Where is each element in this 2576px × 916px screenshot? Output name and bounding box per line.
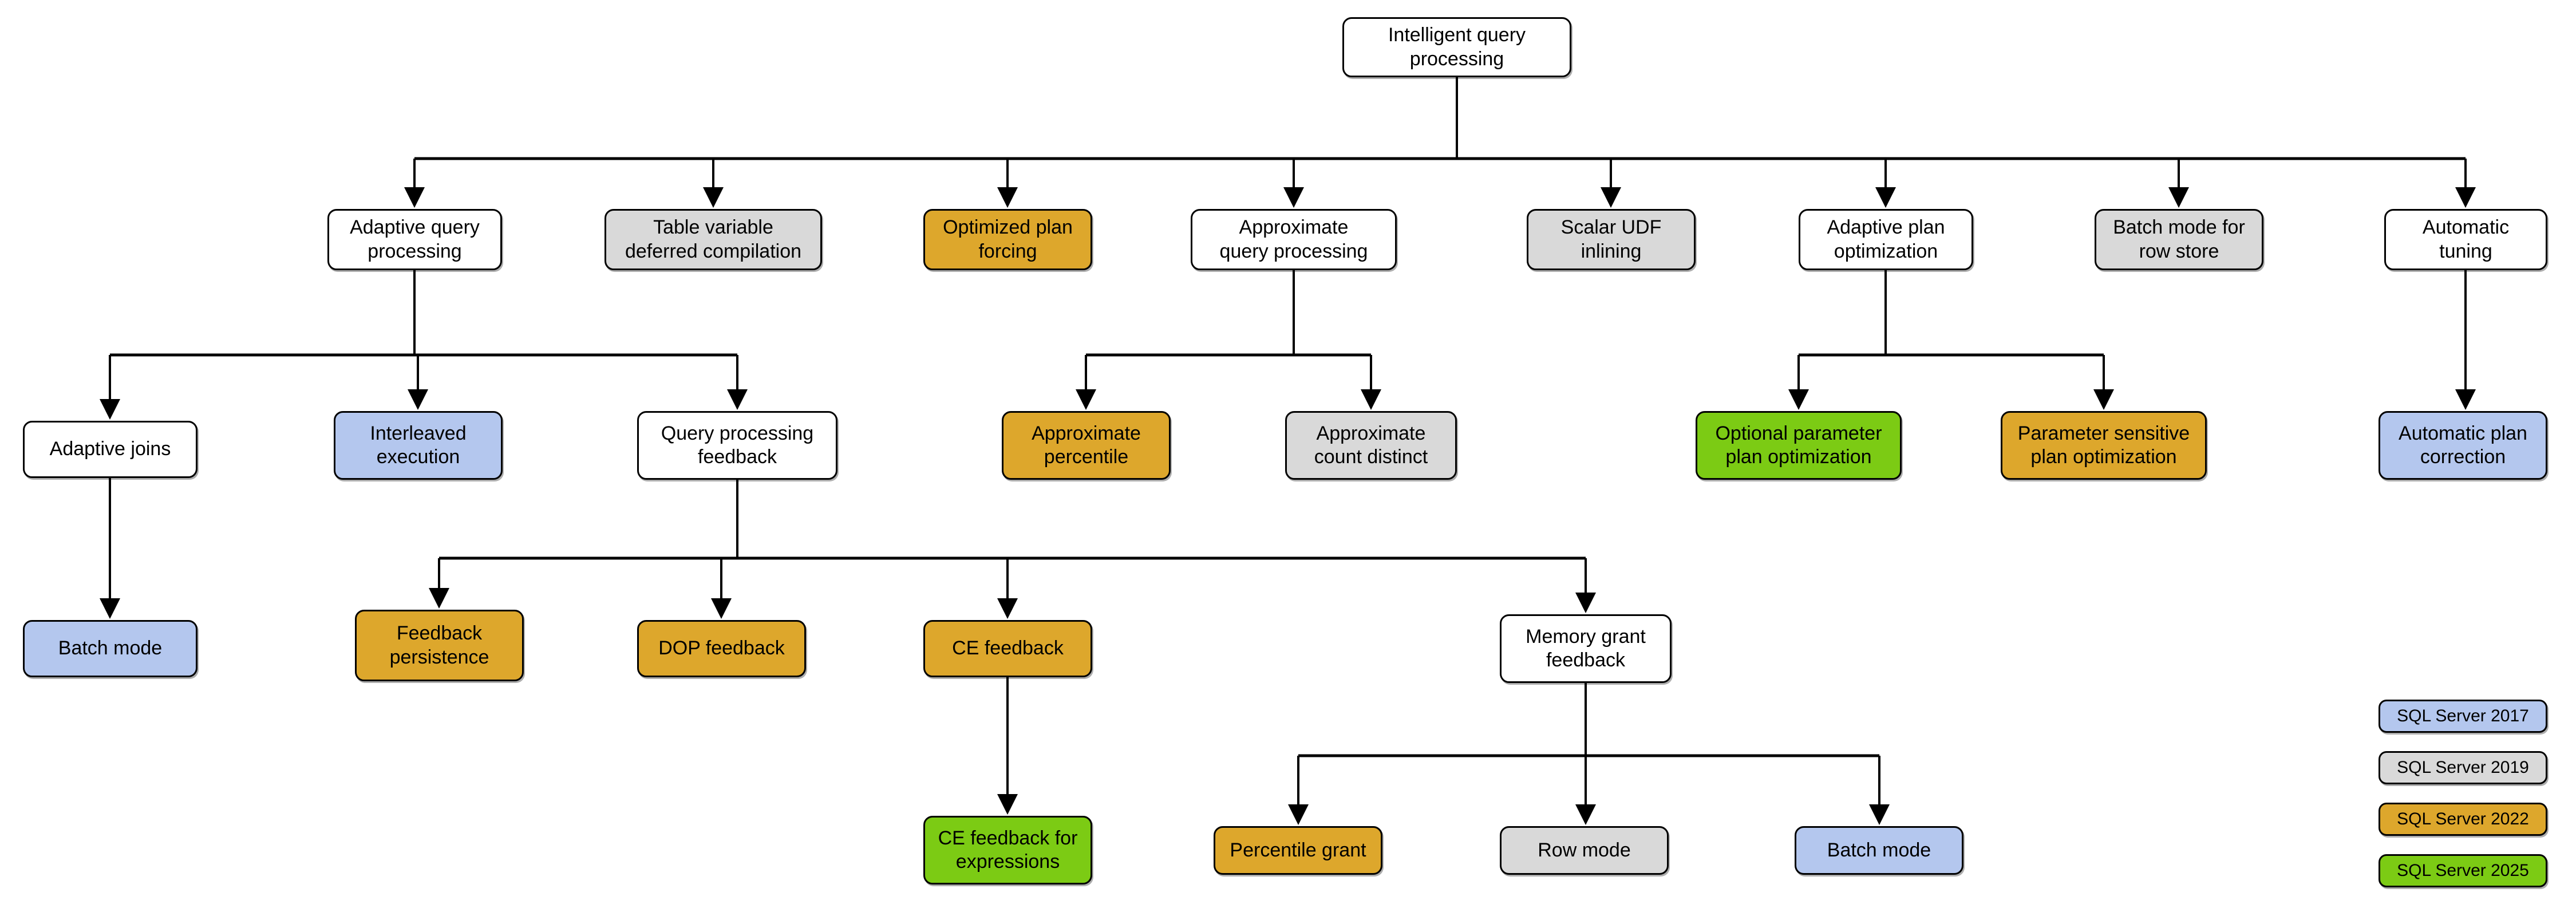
node-cefbexpr[interactable]: CE feedback for expressions	[923, 816, 1092, 885]
node-apercent[interactable]: Approximate percentile	[1002, 411, 1171, 480]
node-batchmode2[interactable]: Batch mode	[1795, 826, 1963, 875]
node-adjoins[interactable]: Adaptive joins	[23, 421, 197, 478]
node-acdistinct[interactable]: Approximate count distinct	[1285, 411, 1457, 480]
legend-item-sql-server-2017: SQL Server 2017	[2379, 700, 2547, 733]
node-qpf[interactable]: Query processing feedback	[637, 411, 837, 480]
node-bmrs[interactable]: Batch mode for row store	[2095, 209, 2263, 270]
node-aqp[interactable]: Adaptive query processing	[327, 209, 502, 270]
node-batchmode1[interactable]: Batch mode	[23, 620, 197, 677]
node-apo[interactable]: Adaptive plan optimization	[1799, 209, 1973, 270]
node-mgf[interactable]: Memory grant feedback	[1500, 614, 1672, 683]
node-udf[interactable]: Scalar UDF inlining	[1527, 209, 1696, 270]
legend-item-sql-server-2022: SQL Server 2022	[2379, 803, 2547, 836]
node-dopfb[interactable]: DOP feedback	[637, 620, 806, 677]
legend-item-sql-server-2019: SQL Server 2019	[2379, 751, 2547, 784]
node-cefb[interactable]: CE feedback	[923, 620, 1092, 677]
node-oppo[interactable]: Optional parameter plan optimization	[1696, 411, 1902, 480]
node-apc[interactable]: Automatic plan correction	[2379, 411, 2547, 480]
node-rowmode[interactable]: Row mode	[1500, 826, 1669, 875]
node-autotune[interactable]: Automatic tuning	[2384, 209, 2547, 270]
node-pctgrant[interactable]: Percentile grant	[1214, 826, 1382, 875]
node-tvdc[interactable]: Table variable deferred compilation	[605, 209, 822, 270]
node-interleav[interactable]: Interleaved execution	[334, 411, 503, 480]
legend-item-sql-server-2025: SQL Server 2025	[2379, 854, 2547, 887]
node-root[interactable]: Intelligent query processing	[1342, 17, 1571, 77]
node-approxqp[interactable]: Approximate query processing	[1191, 209, 1397, 270]
node-pspo[interactable]: Parameter sensitive plan optimization	[2001, 411, 2207, 480]
node-fbpersist[interactable]: Feedback persistence	[355, 610, 524, 681]
node-opf[interactable]: Optimized plan forcing	[923, 209, 1092, 270]
